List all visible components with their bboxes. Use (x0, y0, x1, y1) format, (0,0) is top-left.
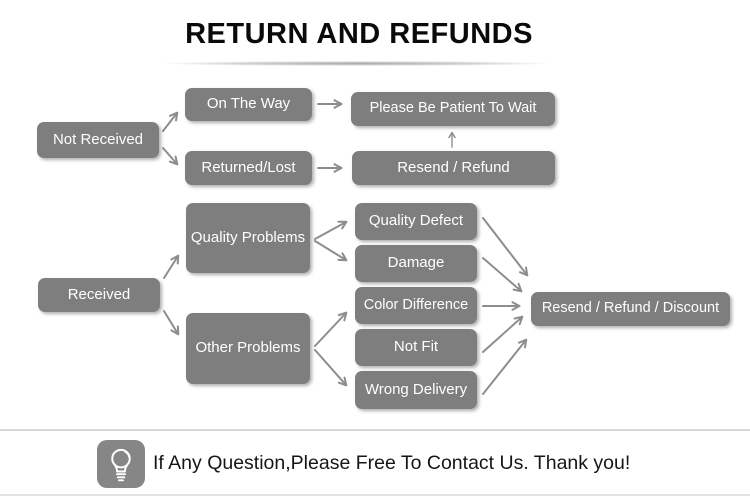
node-quality-problems: Quality Problems (186, 203, 310, 273)
node-received: Received (38, 278, 160, 312)
node-resend-refund: Resend / Refund (352, 151, 555, 185)
title-underline (157, 61, 557, 66)
node-resend-refund-discount: Resend / Refund / Discount (531, 292, 730, 326)
lightbulb-icon (97, 440, 145, 488)
node-damage: Damage (355, 245, 477, 282)
page-title: RETURN AND REFUNDS (185, 18, 533, 50)
bottom-border-line (0, 494, 750, 496)
node-wrong-delivery: Wrong Delivery (355, 371, 477, 409)
node-other-problems: Other Problems (186, 313, 310, 384)
node-color-difference: Color Difference (355, 287, 477, 324)
footer-contact-text: If Any Question,Please Free To Contact U… (153, 452, 631, 474)
node-quality-defect: Quality Defect (355, 203, 477, 240)
footer-divider (0, 429, 750, 431)
node-please-be-patient: Please Be Patient To Wait (351, 92, 555, 126)
node-returned-lost: Returned/Lost (185, 151, 312, 185)
node-not-received: Not Received (37, 122, 159, 158)
node-not-fit: Not Fit (355, 329, 477, 366)
node-on-the-way: On The Way (185, 88, 312, 121)
